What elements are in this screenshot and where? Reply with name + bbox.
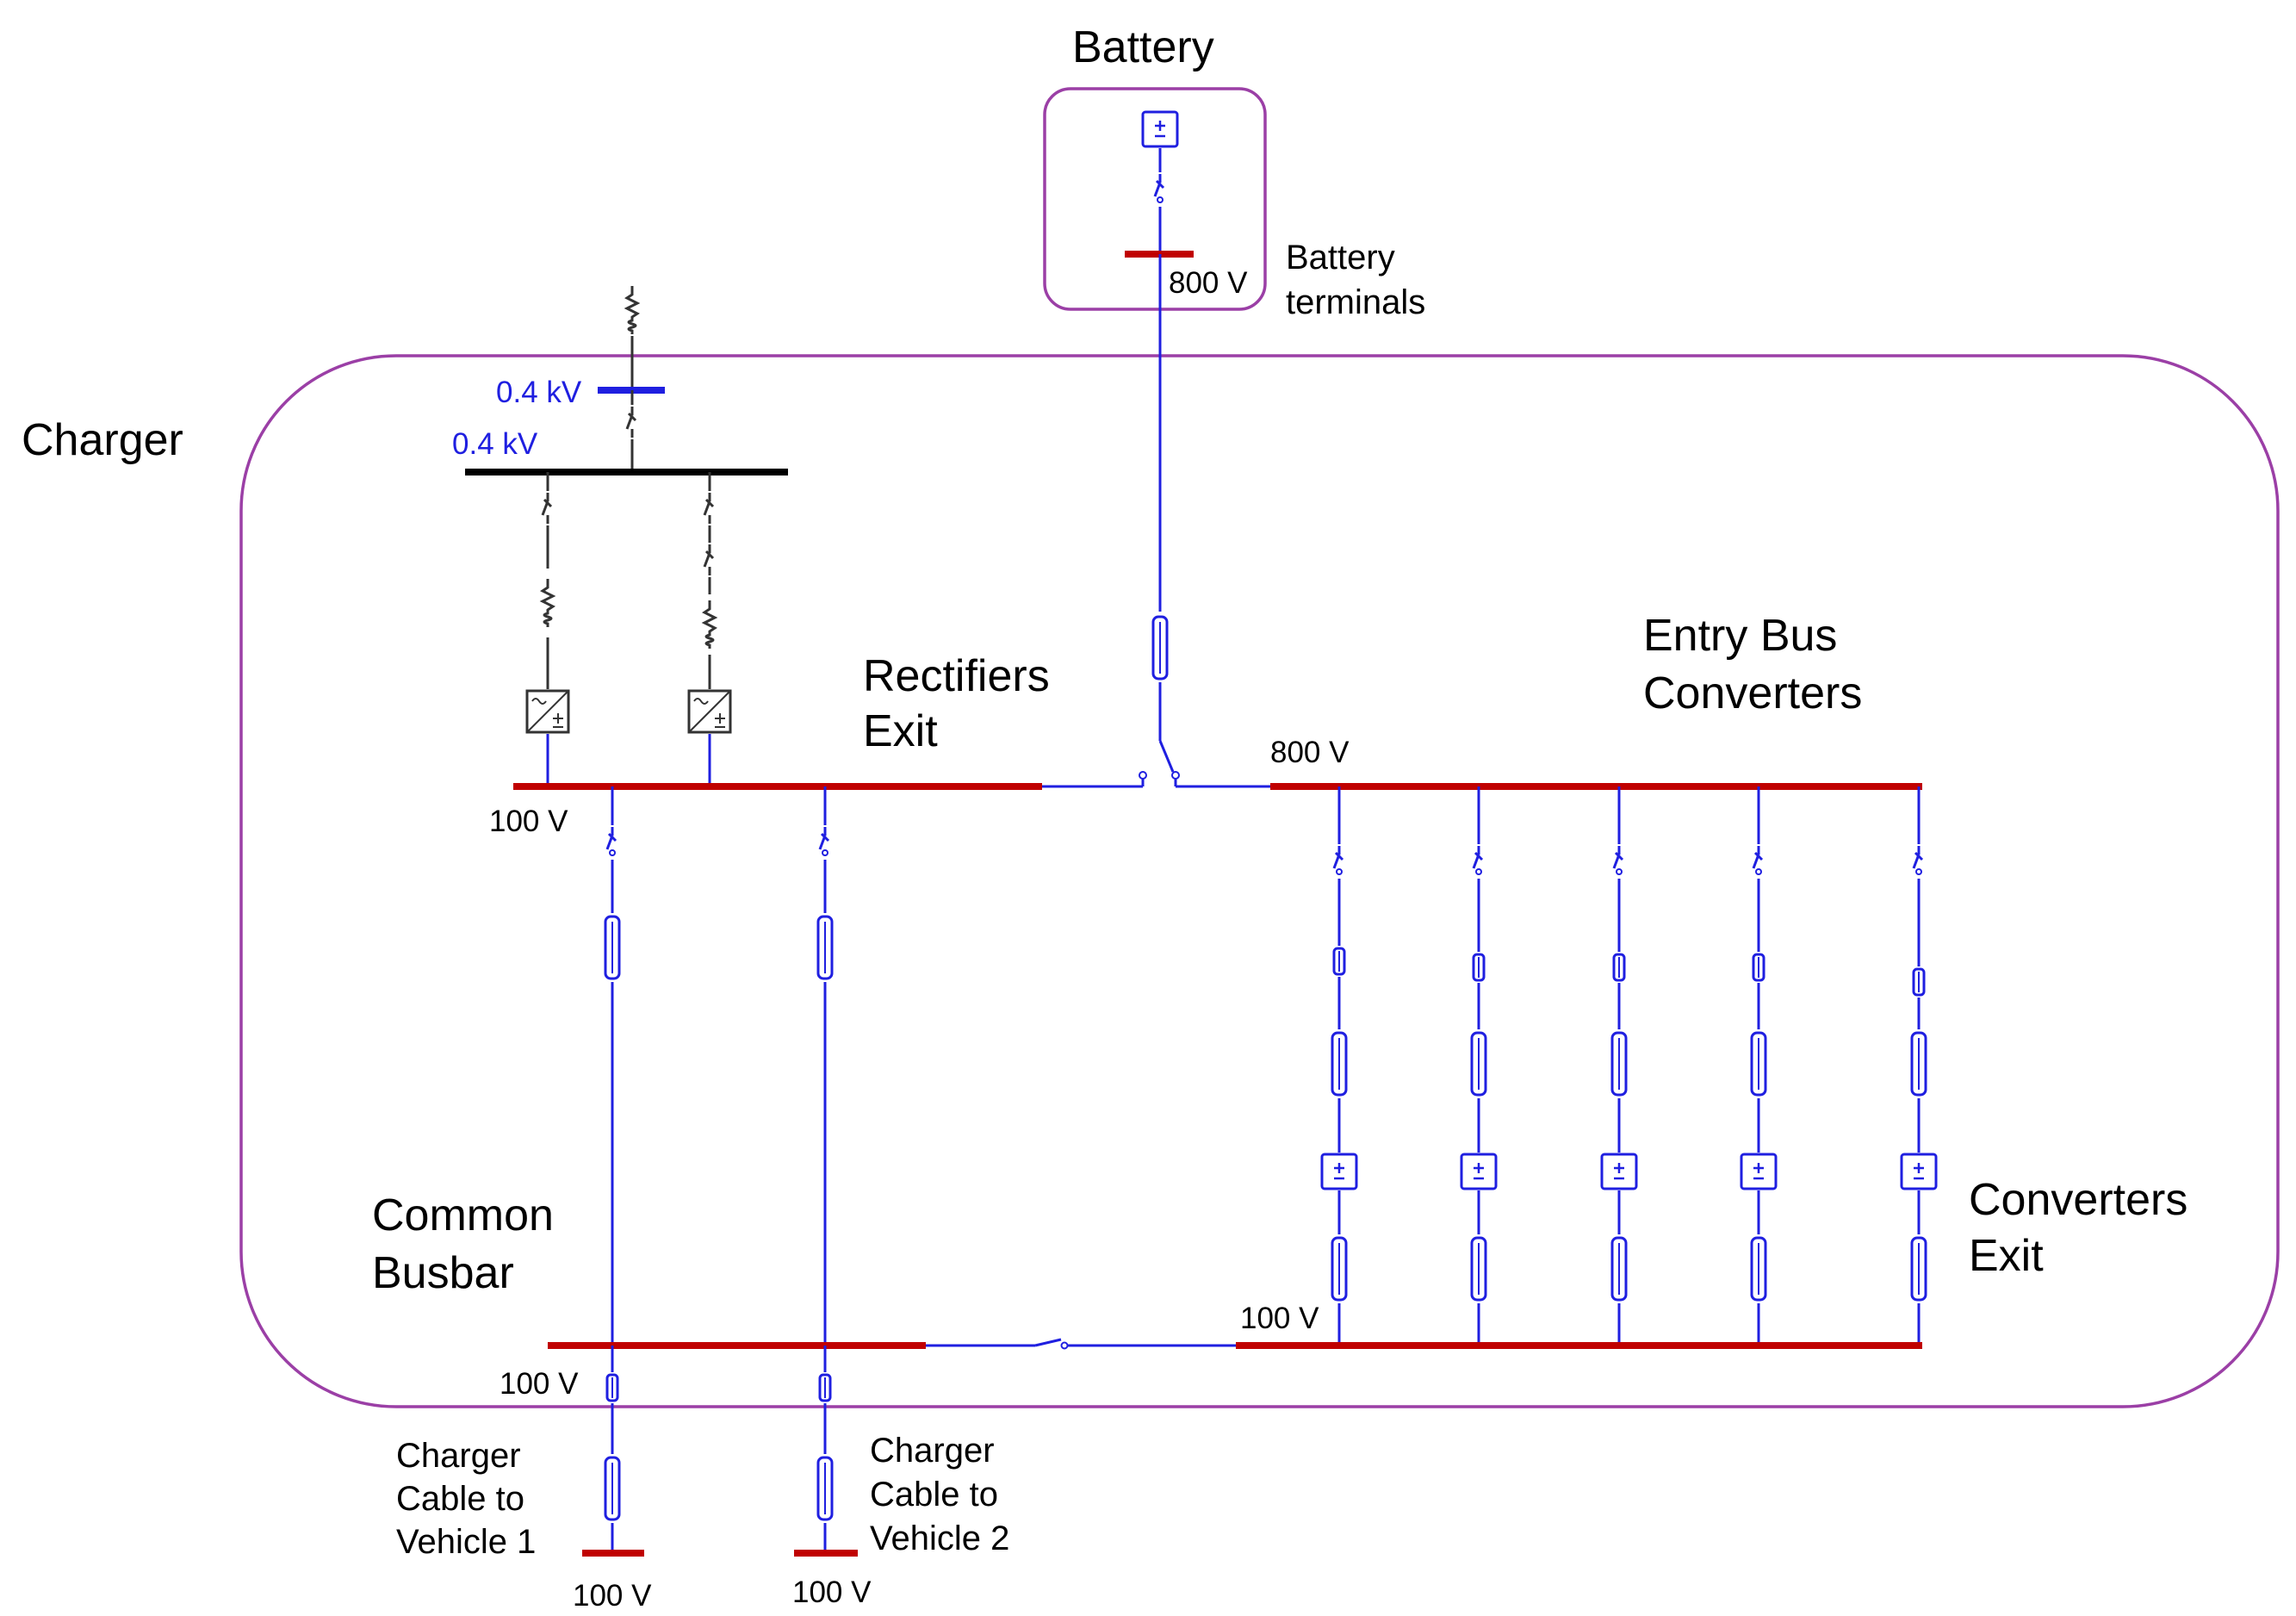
cable2-label-2: Cable to: [870, 1476, 998, 1513]
cable2-fuse-icon[interactable]: [816, 1456, 834, 1521]
converter-fuse-icon[interactable]: [1752, 953, 1765, 982]
dc-dc-converter-icon[interactable]: [1460, 1153, 1498, 1190]
rectifier2-breaker-icon[interactable]: [703, 491, 715, 525]
entry-bus-label-2: Converters: [1643, 668, 1862, 718]
battery-switch-icon[interactable]: [1153, 172, 1165, 204]
cable2-voltage-label: 100 V: [792, 1576, 872, 1609]
converters-exit-voltage-label: 100 V: [1240, 1302, 1319, 1335]
converter-fuse-icon[interactable]: [1912, 967, 1926, 997]
dc-dc-converter-icon[interactable]: [1600, 1153, 1638, 1190]
rectifier1-breaker-icon[interactable]: [541, 491, 553, 525]
battery-region: [1043, 87, 1267, 311]
charger-title: Charger: [22, 415, 183, 465]
converters-exit-label: Converters: [1969, 1175, 2187, 1225]
vehicle1-fuse-icon[interactable]: [604, 915, 621, 980]
charger-region: [239, 354, 2280, 1408]
converter-fuse-icon[interactable]: [1470, 1031, 1487, 1097]
converter-fuse-icon[interactable]: [1472, 953, 1486, 982]
cable1-voltage-label: 100 V: [573, 1579, 652, 1613]
rectifier-icon[interactable]: [525, 689, 570, 734]
converter-branch-5: [1900, 786, 1938, 1346]
converter-fuse-icon[interactable]: [1332, 947, 1346, 976]
rectifier2-impedance-icon: [703, 599, 717, 650]
converter-fuse-icon[interactable]: [1610, 1031, 1628, 1097]
dc-dc-converter-icon[interactable]: [1320, 1153, 1358, 1190]
converter-branch-1: [1320, 786, 1358, 1346]
cable2-label-3: Vehicle 2: [870, 1520, 1009, 1557]
rectifiers-exit-label-2: Exit: [863, 706, 938, 756]
converter-branch-4: [1740, 786, 1778, 1346]
ac-transformer-switch-icon[interactable]: [625, 405, 637, 439]
battery-terminals-label-2: terminals: [1286, 283, 1425, 321]
converter-fuse-icon[interactable]: [1610, 1236, 1628, 1302]
converter-switch-icon[interactable]: [1612, 844, 1624, 876]
common-busbar-voltage-label: 100 V: [500, 1367, 579, 1401]
dc-dc-converter-icon[interactable]: [1900, 1153, 1938, 1190]
entry-bus-voltage-label: 800 V: [1270, 736, 1350, 769]
common-busbar-label: Common: [372, 1190, 554, 1240]
rectifier2-breaker2-icon[interactable]: [703, 543, 715, 577]
battery-source[interactable]: [1141, 110, 1179, 148]
cable1-fuse-icon[interactable]: [604, 1456, 621, 1521]
converter-fuse-icon[interactable]: [1470, 1236, 1487, 1302]
bus-coupler-switch[interactable]: [1042, 740, 1270, 788]
converter-fuse-icon[interactable]: [1331, 1236, 1348, 1302]
converter-switch-icon[interactable]: [1752, 844, 1764, 876]
vehicle2-switch-icon[interactable]: [818, 825, 830, 857]
busbar-tie-switch[interactable]: [926, 1338, 1236, 1350]
converters-exit-label-2: Exit: [1969, 1231, 2044, 1281]
converter-fuse-icon[interactable]: [1750, 1031, 1767, 1097]
battery-voltage-label: 800 V: [1169, 266, 1248, 300]
converter-switch-icon[interactable]: [1332, 844, 1344, 876]
common-busbar-label-2: Busbar: [372, 1248, 514, 1298]
cable2-label: Charger: [870, 1432, 995, 1470]
dc-dc-converter-icon[interactable]: [1740, 1153, 1778, 1190]
cable1-label-3: Vehicle 1: [396, 1523, 536, 1561]
rectifiers-exit-label: Rectifiers: [863, 651, 1050, 701]
converter-branch-2: [1460, 786, 1498, 1346]
ac-upper-voltage-label: 0.4 kV: [496, 376, 582, 409]
rectifier1-impedance-icon: [541, 577, 555, 629]
vehicle2-fuse-icon[interactable]: [816, 915, 834, 980]
cable1-label: Charger: [396, 1437, 521, 1475]
rectifier-icon[interactable]: [687, 689, 732, 734]
converter-fuse-icon[interactable]: [1612, 953, 1626, 982]
converter-fuse-icon[interactable]: [1910, 1236, 1927, 1302]
battery-terminals-label: Battery: [1286, 239, 1395, 277]
rectifiers-voltage-label: 100 V: [489, 805, 568, 838]
grid-feed-icon: [625, 284, 639, 336]
battery-title: Battery: [1072, 22, 1214, 72]
converter-fuse-icon[interactable]: [1331, 1031, 1348, 1097]
converter-switch-icon[interactable]: [1472, 844, 1484, 876]
entry-bus-label: Entry Bus: [1643, 611, 1837, 661]
cable2-fuse-icon[interactable]: [818, 1373, 832, 1402]
converter-switch-icon[interactable]: [1912, 844, 1924, 876]
converter-fuse-icon[interactable]: [1910, 1031, 1927, 1097]
battery-fuse-icon[interactable]: [1151, 615, 1169, 681]
converter-fuse-icon[interactable]: [1750, 1236, 1767, 1302]
vehicle1-switch-icon[interactable]: [605, 825, 617, 857]
converter-branch-3: [1600, 786, 1638, 1346]
cable1-label-2: Cable to: [396, 1480, 524, 1518]
dc-source-icon: [1141, 110, 1179, 148]
cable1-fuse-icon[interactable]: [605, 1373, 619, 1402]
ac-bus-voltage-label: 0.4 kV: [452, 427, 538, 461]
